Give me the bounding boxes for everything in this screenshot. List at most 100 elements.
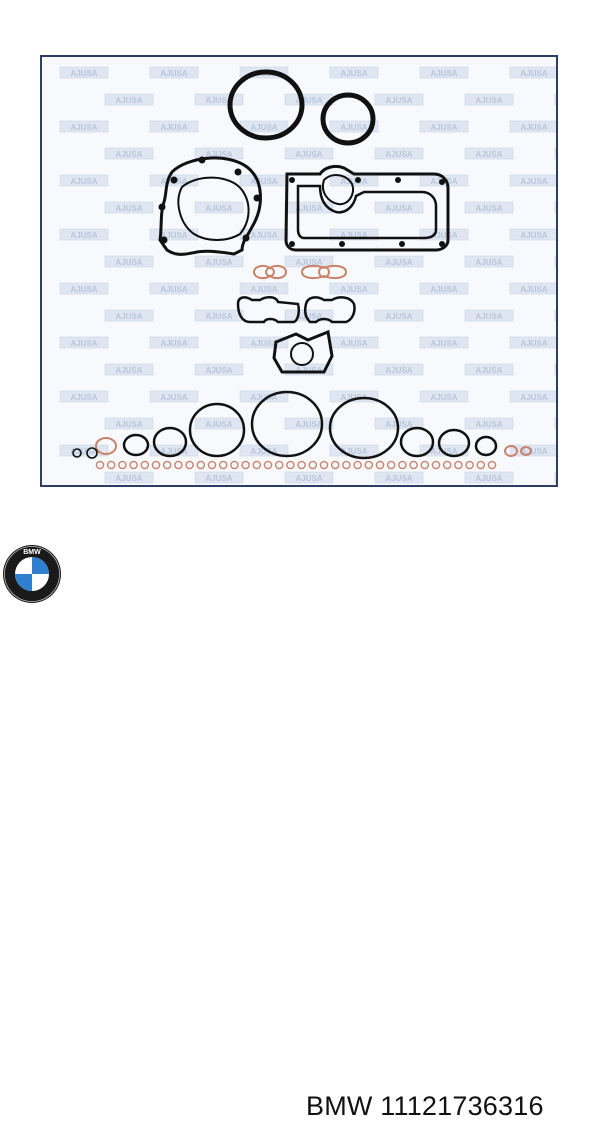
svg-text:AJUSA: AJUSA [385,420,412,429]
copper-washer [106,460,116,470]
watermark-mark: AJUSA [104,147,154,160]
watermark-mark: AJUSA [59,282,109,295]
copper-washer [375,460,385,470]
watermark-mark: AJUSA [509,336,556,349]
copper-washer [330,460,340,470]
copper-flange-gasket-right [300,264,348,280]
watermark-mark: AJUSA [59,174,109,187]
svg-text:AJUSA: AJUSA [475,150,502,159]
watermark-mark: AJUSA [104,309,154,322]
svg-text:AJUSA: AJUSA [160,69,187,78]
watermark-mark: AJUSA [59,66,109,79]
copper-washer [174,460,183,470]
watermark-mark: AJUSA [104,417,154,430]
svg-text:AJUSA: AJUSA [475,312,502,321]
svg-text:AJUSA: AJUSA [250,339,277,348]
watermark-mark: AJUSA [239,336,289,349]
svg-text:AJUSA: AJUSA [295,96,322,105]
copper-washer [252,460,262,470]
svg-text:AJUSA: AJUSA [250,231,277,240]
watermark-mark: AJUSA [464,363,514,376]
svg-text:AJUSA: AJUSA [295,420,322,429]
svg-text:AJUSA: AJUSA [520,177,547,186]
svg-text:AJUSA: AJUSA [70,231,97,240]
copper-washer [118,460,127,470]
svg-text:AJUSA: AJUSA [295,258,322,267]
svg-text:AJUSA: AJUSA [520,231,547,240]
watermark-mark: AJUSA [464,309,514,322]
watermark-mark: AJUSA [554,201,556,214]
svg-text:AJUSA: AJUSA [250,447,277,456]
watermark-mark: AJUSA [374,363,424,376]
watermark-mark: AJUSA [149,66,199,79]
svg-text:AJUSA: AJUSA [340,393,367,402]
svg-text:AJUSA: AJUSA [70,339,97,348]
watermark-mark: AJUSA [59,120,109,133]
watermark-mark: AJUSA [329,66,379,79]
svg-text:AJUSA: AJUSA [70,285,97,294]
svg-text:AJUSA: AJUSA [430,231,457,240]
svg-text:AJUSA: AJUSA [160,339,187,348]
svg-text:AJUSA: AJUSA [160,123,187,132]
svg-text:AJUSA: AJUSA [115,474,142,483]
watermark-mark: AJUSA [284,471,334,484]
throttle-flange-gasket [272,329,334,374]
small-washers-row-top [72,447,98,459]
watermark-mark: AJUSA [194,201,244,214]
watermark-mark: AJUSA [509,228,556,241]
watermark-mark: AJUSA [374,471,424,484]
svg-text:AJUSA: AJUSA [115,420,142,429]
watermark-mark: AJUSA [419,390,469,403]
svg-text:AJUSA: AJUSA [295,474,322,483]
svg-text:AJUSA: AJUSA [70,447,97,456]
copper-washer [398,460,407,470]
watermark-mark: AJUSA [464,93,514,106]
part-number-label: BMW 11121736316 [306,1091,544,1122]
watermark-mark: AJUSA [419,336,469,349]
watermark-mark: AJUSA [149,120,199,133]
svg-text:AJUSA: AJUSA [385,96,412,105]
watermark-mark: AJUSA [59,228,109,241]
watermark-mark: AJUSA [59,444,109,457]
watermark-mark: AJUSA [374,93,424,106]
svg-text:AJUSA: AJUSA [475,96,502,105]
copper-washer [442,460,452,470]
svg-text:AJUSA: AJUSA [385,150,412,159]
copper-washer [151,460,161,470]
copper-washer [353,460,362,470]
svg-text:AJUSA: AJUSA [160,231,187,240]
svg-text:AJUSA: AJUSA [250,285,277,294]
svg-text:AJUSA: AJUSA [475,420,502,429]
copper-washer [297,460,306,470]
intake-gasket-right [303,296,356,324]
svg-text:AJUSA: AJUSA [475,258,502,267]
water-pump-gasket-holes [158,156,261,244]
svg-text:AJUSA: AJUSA [340,339,367,348]
copper-flange-gasket-left [252,264,288,280]
copper-washer [218,460,228,470]
copper-washer [162,460,172,470]
timing-cover-gasket-holes [289,177,445,247]
svg-text:AJUSA: AJUSA [520,69,547,78]
copper-washer [274,460,284,470]
svg-text:AJUSA: AJUSA [385,258,412,267]
copper-washer [487,460,497,470]
svg-text:AJUSA: AJUSA [70,177,97,186]
svg-text:AJUSA: AJUSA [205,150,232,159]
watermark-mark: AJUSA [464,201,514,214]
svg-text:AJUSA: AJUSA [475,366,502,375]
copper-rings-medium [95,437,532,457]
watermark-pattern: AJUSA AJUSA AJUSA AJUSA AJUSA AJUSA AJUSA AJUSA… [59,66,556,484]
watermark-mark: AJUSA [554,309,556,322]
copper-washer [207,460,217,470]
copper-washer [319,460,329,470]
copper-washer [129,460,138,470]
svg-text:AJUSA: AJUSA [70,69,97,78]
svg-text:AJUSA: AJUSA [340,285,367,294]
watermark-mark: AJUSA [554,255,556,268]
watermark-mark: AJUSA [239,282,289,295]
watermark-mark: AJUSA [104,363,154,376]
svg-text:AJUSA: AJUSA [205,420,232,429]
seal-rings-large [122,390,498,460]
watermark-mark: AJUSA [329,228,379,241]
